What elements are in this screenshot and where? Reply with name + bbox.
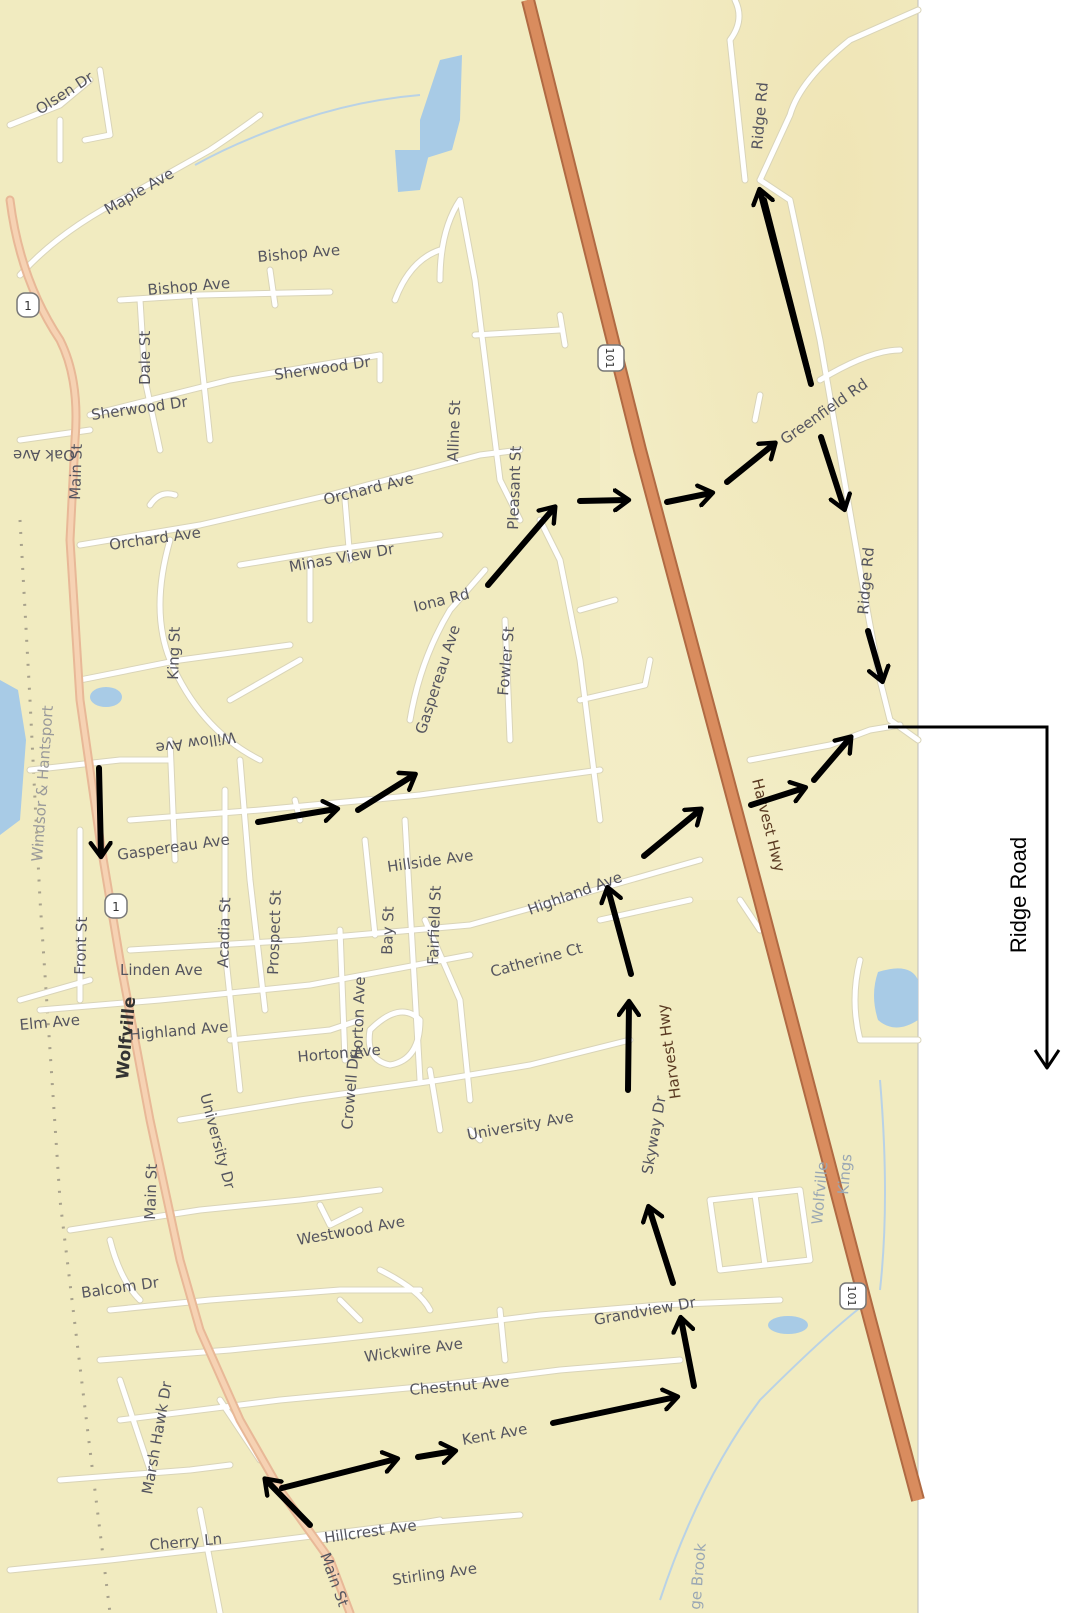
basin-west <box>0 680 26 835</box>
pond-small <box>90 687 122 707</box>
main-st-road-inner <box>7 197 353 1616</box>
route-arrow-2 <box>279 1459 396 1491</box>
label-wolfville-kings-2: Kings <box>834 1153 856 1195</box>
shield-1-south-text: 1 <box>112 900 120 914</box>
route-arrow-9 <box>641 810 700 859</box>
label-elm-ave: Elm Ave <box>19 1011 81 1034</box>
shield-101-south: 101 <box>839 1282 867 1310</box>
route-arrow-13 <box>255 809 336 825</box>
route-arrow-4 <box>550 1397 676 1426</box>
route-arrow-12 <box>99 765 101 855</box>
route-arrow-15 <box>485 508 554 588</box>
label-king-st: King St <box>164 626 184 680</box>
ridge-road-arrowhead <box>1033 1049 1061 1070</box>
shield-101-north: 101 <box>597 344 625 372</box>
route-arrow-20 <box>818 434 844 508</box>
pond-north <box>420 55 462 160</box>
label-ridge-rd-2: Ridge Rd <box>854 546 878 615</box>
shield-1-north-text: 1 <box>24 299 32 313</box>
stream-1 <box>194 94 421 166</box>
route-dash-1 <box>761 197 811 375</box>
shield-101-south-text: 101 <box>845 1286 858 1307</box>
water-bodies <box>0 55 918 1334</box>
pond-east <box>874 968 918 1028</box>
route-arrow-7 <box>628 1003 629 1093</box>
route-arrow-1 <box>266 1480 313 1528</box>
label-pleasant-st: Pleasant St <box>504 445 525 530</box>
label-oak-ave: Oak Ave <box>13 446 75 464</box>
label-main-st-2: Main St <box>141 1163 161 1220</box>
route-arrows <box>99 191 882 1528</box>
route-arrow-17 <box>664 493 711 502</box>
label-acadia-st: Acadia St <box>214 897 234 968</box>
label-brook: ge Brook <box>686 1542 710 1610</box>
route-arrow-5 <box>681 1319 697 1389</box>
route-arrow-10 <box>748 788 804 808</box>
route-arrow-14 <box>355 775 414 813</box>
route-arrow-3 <box>415 1451 454 1457</box>
label-fowler-st: Fowler St <box>494 626 518 697</box>
label-prospect-st: Prospect St <box>264 890 285 975</box>
stream-3 <box>879 1079 886 1291</box>
route-arrow-18 <box>724 444 774 485</box>
label-alline-st: Alline St <box>444 400 464 462</box>
pond-southeast <box>768 1316 808 1334</box>
label-fairfield-st: Fairfield St <box>424 885 445 965</box>
route-arrow-21 <box>865 628 882 680</box>
ridge-road-label: Ridge Road <box>1006 837 1031 953</box>
label-dale-st: Dale St <box>136 331 154 385</box>
shield-101-north-text: 101 <box>603 348 616 369</box>
ridge-road-callout: Ridge Road <box>888 725 1061 1070</box>
label-horton-ave-vertical: Horton Ave <box>348 976 369 1060</box>
ridge-road-connector <box>888 725 1049 1065</box>
label-linden-ave: Linden Ave <box>120 961 203 979</box>
pond-north-2 <box>395 150 430 192</box>
label-main-st-1: Main St <box>66 443 86 500</box>
route-arrow-16 <box>577 500 627 501</box>
shield-1-south: 1 <box>104 893 128 919</box>
highway-101-fill <box>523 0 923 1502</box>
streams <box>194 94 886 1601</box>
label-wolfville-kings-1: Wolfville <box>808 1161 831 1226</box>
shield-1-north: 1 <box>16 292 40 318</box>
route-arrow-11 <box>811 738 850 783</box>
route-arrow-6 <box>649 1208 676 1286</box>
route-arrow-8 <box>608 889 634 977</box>
stream-2 <box>659 1299 871 1601</box>
label-bay-st: Bay St <box>378 906 398 955</box>
label-ridge-rd-1: Ridge Rd <box>748 81 772 150</box>
label-front-st: Front St <box>71 916 91 975</box>
